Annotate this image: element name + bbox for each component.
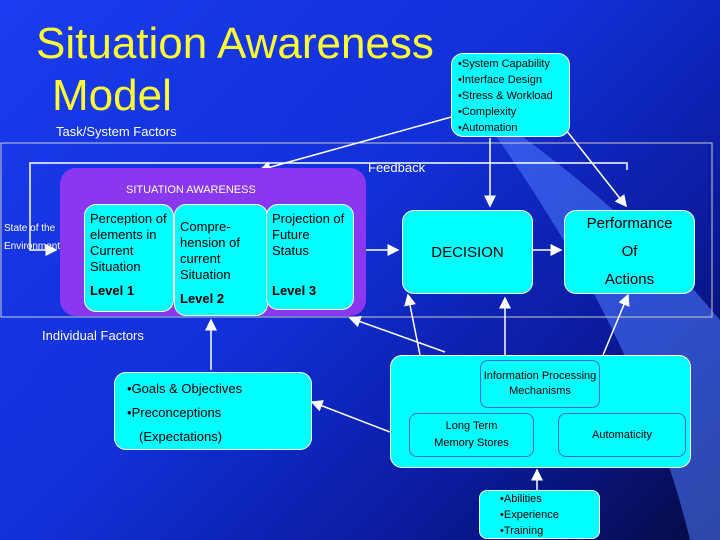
level1-text: Perception of elements in Current Situat… <box>90 211 167 274</box>
situation-awareness-title: SITUATION AWARENESS <box>126 184 256 196</box>
level1-label: Level 1 <box>90 283 135 298</box>
factor-item: Complexity <box>458 104 563 120</box>
task-system-factors-label: Task/System Factors <box>56 124 177 139</box>
factor-item: Interface Design <box>458 72 563 88</box>
decision-box: DECISION <box>402 210 533 294</box>
long-term-memory-box: Long Term Memory Stores <box>409 413 534 457</box>
level3-label: Level 3 <box>272 283 317 298</box>
goals-preconceptions-box: •Goals & Objectives •Preconceptions (Exp… <box>114 372 312 450</box>
level3-projection-box: Projection of Future Status Level 3 <box>266 204 354 310</box>
level1-perception-box: Perception of elements in Current Situat… <box>84 204 174 312</box>
goals-item: •Goals & Objectives <box>127 381 243 396</box>
factor-item: Automation <box>458 120 563 136</box>
training-item: Training <box>500 523 599 539</box>
level3-text: Projection of Future Status <box>272 211 345 258</box>
level2-text: Compre-hension of current Situation <box>180 219 240 282</box>
factor-item: Stress & Workload <box>458 88 563 104</box>
expectations-item: (Expectations) <box>139 429 223 444</box>
page-title: Situation Awareness Model <box>36 19 434 120</box>
factor-item: System Capability <box>458 56 563 72</box>
abilities-item: Abilities <box>500 491 599 507</box>
abilities-box: Abilities Experience Training <box>479 490 600 539</box>
performance-of-actions-box: Performance Of Actions <box>564 210 695 294</box>
individual-factors-label: Individual Factors <box>42 328 144 343</box>
info-processing-box: Information Processing Mechanisms <box>480 360 600 408</box>
automaticity-box: Automaticity <box>558 413 686 457</box>
level2-comprehension-box: Compre-hension of current Situation Leve… <box>174 204 268 316</box>
experience-item: Experience <box>500 507 599 523</box>
level2-label: Level 2 <box>180 291 225 306</box>
task-system-factors-box: System Capability Interface Design Stres… <box>451 53 570 137</box>
preconceptions-item: •Preconceptions <box>127 405 222 420</box>
